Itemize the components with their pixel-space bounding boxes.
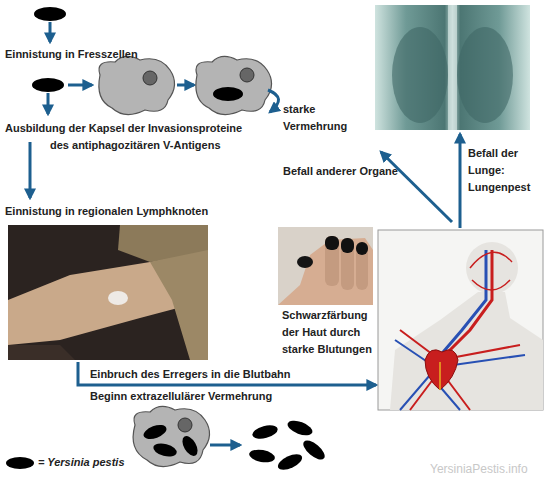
flow-arrow xyxy=(381,152,452,222)
legend-text: = Yersinia pestis xyxy=(38,454,198,471)
photo-panel: Schwarzfärbung der Haut durch starke Blu… xyxy=(278,227,373,305)
bacterium xyxy=(152,441,178,459)
bacterium xyxy=(142,422,169,441)
flow-arrow xyxy=(49,22,52,42)
bacterium xyxy=(179,433,200,458)
flow-arrow xyxy=(210,444,240,447)
flow-arrow xyxy=(177,84,194,87)
phagocyte xyxy=(196,56,272,114)
step-label: Ausbildung der Kapsel der Invasionsprote… xyxy=(5,120,245,154)
edge-label: Befall anderer Organe xyxy=(283,163,443,180)
lung-xray xyxy=(375,5,530,130)
step-label: Einnistung in Fresszellen xyxy=(5,46,205,63)
phagocyte xyxy=(99,56,175,114)
edge-label: Beginn extrazellulärer Vermehrung xyxy=(90,388,350,405)
legend-sample xyxy=(6,457,34,469)
photo-panel: Einnistung in regionalen Lymphknoten xyxy=(8,225,208,360)
flow-arrow xyxy=(78,362,376,385)
panel-caption: Einnistung in regionalen Lymphknoten xyxy=(5,203,245,220)
panel-caption: Schwarzfärbung der Haut durch starke Blu… xyxy=(282,307,382,358)
cell-nucleus xyxy=(178,418,192,432)
watermark: YersiniaPestis.info xyxy=(430,461,550,478)
bacterium xyxy=(34,7,66,21)
bacterium xyxy=(32,78,64,92)
bacterium xyxy=(248,448,276,464)
flow-arrow xyxy=(29,142,32,198)
hand-photo xyxy=(278,227,373,305)
flow-arrow xyxy=(459,134,462,228)
leg-photo xyxy=(8,225,208,360)
circulation-illustration xyxy=(378,230,543,410)
bacterium xyxy=(276,451,305,473)
bacterium xyxy=(213,87,243,101)
flow-arrow xyxy=(68,84,92,87)
flow-arrow xyxy=(268,90,279,112)
bacterium xyxy=(300,437,328,463)
bacterium xyxy=(286,418,315,438)
edge-label: Befall der Lunge: Lungenpest xyxy=(468,145,540,196)
edge-label: Einbruch des Erregers in die Blutbahn xyxy=(90,366,350,383)
cell-nucleus xyxy=(240,68,254,82)
cell-nucleus xyxy=(143,71,157,85)
step-label: starke Vermehrung xyxy=(283,101,358,135)
bacterium xyxy=(251,423,279,441)
flow-arrow xyxy=(47,93,50,114)
phagocyte xyxy=(133,406,209,466)
